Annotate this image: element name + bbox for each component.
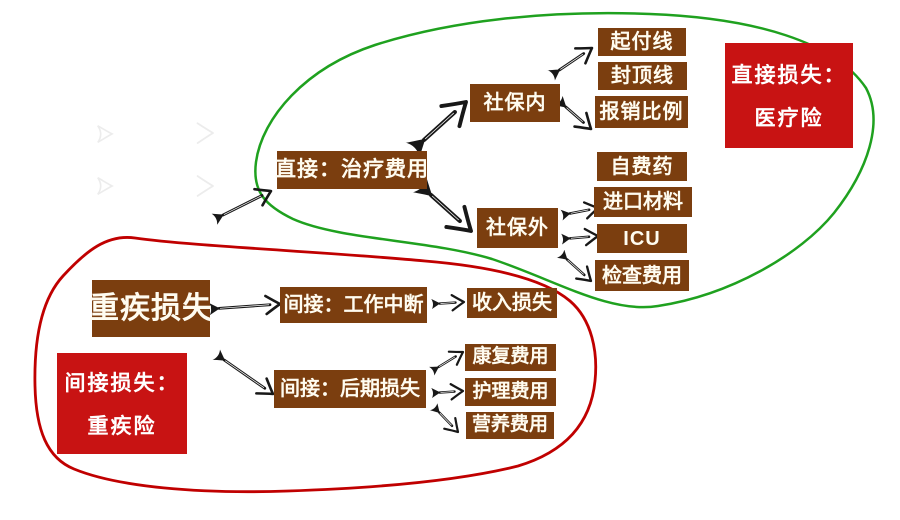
node-imported-materials: 进口材料 [594,187,692,217]
arrow-head [574,46,594,65]
direct-loss-line2: 医疗险 [754,107,824,130]
connector-arrow [559,227,600,247]
arrow-shaft-highlight [439,356,456,367]
arrow-tail-fletching [558,208,573,223]
arrow-shaft-highlight [440,302,455,304]
connector-arrow [207,294,282,317]
arrow-shaft-highlight [439,412,452,426]
label-direct-loss-medical-insurance: 直接损失： 医疗险 [725,43,853,148]
indirect-group-ring [33,236,598,494]
arrow-tail-fletching [559,232,573,247]
label-indirect-loss-critical-illness-insurance: 间接损失： 重疾险 [57,353,187,454]
arrow-head [449,383,465,401]
arrow-tail-fletching [97,177,114,195]
arrow-tail-fletching [429,297,443,311]
indirect-loss-line1: 间接损失： [64,372,180,395]
arrow-head [196,175,214,197]
connector-arrow [555,247,593,283]
arrow-tail-fletching [209,212,226,227]
arrow-shaft-highlight [424,112,454,140]
indirect-loss-line2: 重疾险 [87,415,157,438]
arrow-shaft-highlight [570,209,589,214]
node-income-loss: 收入损失 [467,288,557,318]
ghost-arrow [97,175,214,197]
connector-arrow [427,350,465,378]
arrow-tail-fletching [429,386,443,400]
arrow-head [439,100,468,129]
node-rehab-cost: 康复费用 [465,344,556,371]
arrow-shaft-highlight [431,195,459,221]
arrow-head [443,417,460,434]
connector-arrow [429,294,466,312]
arrow-tail-fletching [428,401,442,415]
node-icu: ICU [597,224,687,253]
arrow-head [264,294,282,316]
arrow-tail-fletching [555,247,570,262]
arrow-head [447,350,465,366]
node-reimbursement-ratio: 报销比例 [595,96,688,128]
arrow-head [573,111,593,131]
arrow-head [450,294,466,312]
arrow-tail-fletching [207,301,222,317]
connector-arrow [545,46,594,83]
arrow-tail-fletching [545,68,562,83]
arrow-head [253,187,273,207]
node-direct-treatment-cost: 直接：治疗费用 [275,151,428,189]
node-deductible: 起付线 [598,28,686,56]
direct-loss-line1: 直接损失： [731,64,847,87]
node-examination-fees: 检查费用 [595,260,689,291]
arrow-head [255,377,275,396]
connector-arrow [210,347,275,396]
node-outside-social-insurance: 社保外 [477,208,558,248]
arrow-head [575,265,593,283]
node-indirect-work-interruption: 间接：工作中断 [280,287,427,323]
node-self-paid-drugs: 自费药 [597,152,687,181]
node-critical-illness-loss: 重疾损失 [89,280,212,337]
connector-arrow [429,383,465,401]
node-nursing-cost: 护理费用 [465,378,556,406]
arrow-tail-fletching [97,125,114,143]
node-nutrition-cost: 营养费用 [466,412,554,439]
arrow-shaft-highlight [225,360,265,389]
node-cap-line: 封顶线 [598,62,687,90]
ghost-arrow [97,122,214,144]
arrow-shaft-highlight [440,391,454,393]
arrow-shaft-highlight [219,304,270,309]
arrow-shaft-highlight [560,53,584,70]
arrow-shaft-highlight [566,107,583,123]
connector-arrow [428,401,460,434]
arrow-head [196,122,214,144]
arrow-shaft-highlight [570,236,589,239]
arrow-tail-fletching [427,365,441,378]
direct-group-ring [254,11,875,309]
node-within-social-insurance: 社保内 [470,84,560,122]
arrow-shaft-highlight [567,259,584,275]
node-indirect-later-loss: 间接：后期损失 [274,370,426,408]
connector-arrow [209,187,273,227]
arrow-shaft-highlight [223,195,262,215]
arrow-head [444,204,473,233]
arrow-tail-fletching [210,347,227,362]
